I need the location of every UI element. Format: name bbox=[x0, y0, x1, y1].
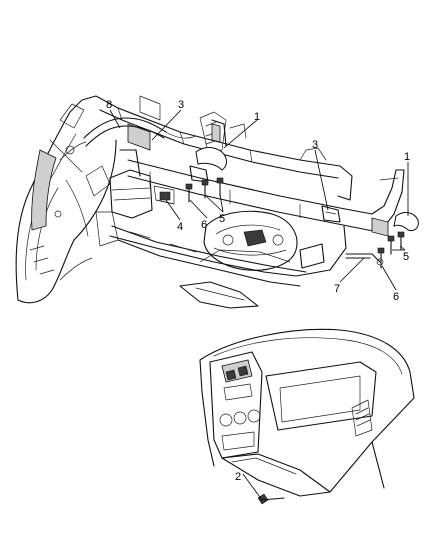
callout-2: 2 bbox=[235, 471, 241, 483]
bolt-left-5b bbox=[216, 177, 224, 197]
frame-assembly-view bbox=[15, 95, 419, 309]
lower-subframe bbox=[179, 210, 325, 309]
callout-1-right: 1 bbox=[404, 151, 410, 163]
callout-3-left: 3 bbox=[178, 99, 184, 111]
bolt-right-5a bbox=[387, 235, 395, 255]
callout-4: 4 bbox=[177, 221, 183, 233]
left-wheelhouse bbox=[15, 95, 117, 304]
callout-5-left: 5 bbox=[219, 213, 225, 225]
bolt-left-6 bbox=[185, 183, 193, 203]
panel-fastener bbox=[257, 493, 285, 505]
mounting-bolts bbox=[185, 177, 405, 269]
callout-7: 7 bbox=[334, 283, 340, 295]
leader-lines bbox=[109, 109, 409, 501]
callout-6-right: 6 bbox=[393, 291, 399, 303]
wiring-harness bbox=[59, 117, 197, 161]
callout-1-left: 1 bbox=[254, 111, 260, 123]
bolt-left-5a bbox=[201, 179, 209, 199]
callout-6-left: 6 bbox=[201, 219, 207, 231]
instrument-panel-view bbox=[199, 328, 415, 505]
left-frame-rail bbox=[95, 149, 307, 287]
bolt-right-6 bbox=[377, 247, 385, 269]
bumper-beam bbox=[109, 159, 405, 277]
callout-labels: 8 3 1 3 1 4 6 5 5 7 6 2 bbox=[106, 99, 410, 483]
retainer-clip bbox=[155, 191, 175, 205]
line-tube bbox=[345, 253, 384, 266]
callout-3-right: 3 bbox=[312, 139, 318, 151]
callout-8: 8 bbox=[106, 99, 112, 111]
right-bracket-hose bbox=[321, 205, 419, 237]
center-bracket-hose bbox=[153, 119, 227, 205]
bolt-right-5b bbox=[397, 231, 405, 251]
callout-5-right: 5 bbox=[403, 251, 409, 263]
